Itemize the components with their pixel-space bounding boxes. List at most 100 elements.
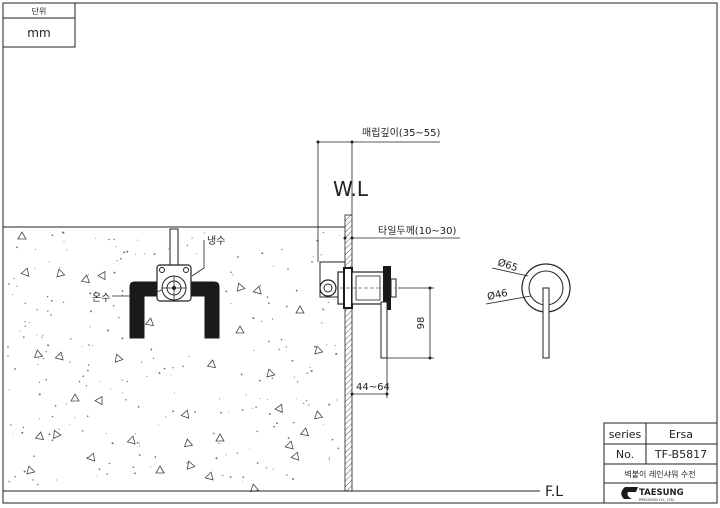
- aggregate-dot: [125, 399, 127, 401]
- aggregate-dot: [186, 462, 188, 464]
- aggregate-dot: [153, 253, 156, 255]
- aggregate-dot: [268, 412, 271, 415]
- aggregate-dot: [19, 330, 21, 332]
- aggregate-dot: [108, 238, 110, 241]
- series-label: series: [609, 428, 642, 441]
- aggregate-dot: [295, 289, 298, 292]
- aggregate-dot: [46, 296, 49, 298]
- aggregate-mark: [314, 345, 324, 355]
- aggregate-dot: [38, 381, 41, 383]
- aggregate-dot: [36, 334, 38, 336]
- aggregate-dot: [241, 409, 244, 411]
- aggregate-mark: [215, 433, 225, 442]
- aggregate-dot: [249, 448, 251, 450]
- aggregate-dot: [266, 399, 268, 401]
- aggregate-dot: [215, 457, 218, 460]
- aggregate-mark: [94, 395, 103, 406]
- aggregate-dot: [256, 430, 258, 433]
- unit-value: mm: [27, 26, 50, 40]
- aggregate-dot: [172, 410, 175, 413]
- tile-layer: [344, 214, 353, 492]
- aggregate-dot: [82, 375, 85, 377]
- aggregate-dot: [42, 357, 45, 360]
- aggregate-dot: [37, 363, 39, 366]
- aggregate-mark: [53, 429, 62, 440]
- aggregate-dot: [98, 468, 101, 470]
- aggregate-dot: [65, 403, 67, 405]
- aggregate-dot: [68, 423, 70, 425]
- aggregate-dot: [41, 336, 43, 338]
- aggregate-mark: [26, 465, 36, 475]
- aggregate-dot: [126, 380, 129, 383]
- aggregate-dot: [8, 389, 10, 391]
- embed-depth-dimension: [316, 140, 440, 262]
- aggregate-dot: [38, 357, 40, 359]
- aggregate-dot: [132, 466, 135, 469]
- aggregate-dot: [321, 322, 323, 324]
- projection-dimension-label: 44~64: [356, 382, 390, 393]
- aggregate-mark: [126, 435, 136, 445]
- concrete-aggregate: [7, 231, 340, 493]
- aggregate-dot: [293, 376, 295, 378]
- aggregate-dot: [45, 378, 47, 381]
- aggregate-dot: [259, 284, 262, 286]
- aggregate-dot: [107, 329, 110, 332]
- aggregate-dot: [92, 345, 93, 346]
- aggregate-dot: [292, 477, 294, 480]
- aggregate-dot: [252, 317, 255, 320]
- aggregate-dot: [339, 235, 340, 237]
- aggregate-dot: [230, 303, 232, 305]
- aggregate-mark: [33, 349, 44, 359]
- aggregate-mark: [183, 438, 194, 448]
- aggregate-dot: [51, 234, 54, 237]
- aggregate-dot: [94, 291, 97, 294]
- aggregate-dot: [8, 480, 10, 483]
- aggregate-dot: [280, 338, 283, 341]
- aggregate-dot: [48, 261, 50, 263]
- aggregate-dot: [113, 238, 115, 241]
- aggregate-dot: [220, 411, 222, 414]
- tile-thickness-label: 타일두께(10~30): [378, 225, 457, 237]
- aggregate-dot: [135, 253, 137, 255]
- aggregate-dot: [152, 357, 155, 360]
- aggregate-mark: [80, 274, 91, 284]
- aggregate-dot: [186, 244, 189, 247]
- aggregate-dot: [121, 294, 123, 296]
- aggregate-dot: [222, 475, 224, 477]
- aggregate-dot: [260, 320, 263, 323]
- aggregate-dot: [63, 241, 65, 242]
- aggregate-dot: [86, 415, 89, 417]
- aggregate-dot: [252, 407, 253, 409]
- aggregate-dot: [47, 310, 49, 312]
- aggregate-dot: [116, 260, 118, 262]
- aggregate-dot: [139, 445, 141, 447]
- aggregate-dot: [48, 433, 51, 436]
- aggregate-dot: [62, 301, 65, 303]
- aggregate-dot: [66, 249, 68, 251]
- aggregate-dot: [33, 455, 35, 457]
- aggregate-dot: [228, 411, 230, 413]
- aggregate-dot: [74, 417, 76, 419]
- aggregate-dot: [70, 338, 72, 340]
- aggregate-dot: [310, 370, 313, 372]
- aggregate-dot: [266, 296, 269, 298]
- aggregate-dot: [121, 337, 124, 340]
- height-dimension: [386, 286, 434, 360]
- aggregate-dot: [121, 290, 124, 292]
- aggregate-dot: [32, 479, 34, 481]
- aggregate-dot: [163, 367, 166, 370]
- aggregate-dot: [106, 473, 108, 475]
- aggregate-mark: [284, 440, 294, 450]
- aggregate-mark: [186, 460, 196, 470]
- aggregate-dot: [122, 392, 124, 394]
- aggregate-dot: [320, 254, 322, 256]
- product-description: 벽붙이 레인샤워 수전: [624, 469, 695, 479]
- aggregate-dot: [88, 273, 89, 275]
- floor-line-label: F.L: [545, 484, 563, 500]
- aggregate-dot: [196, 464, 198, 466]
- aggregate-mark: [114, 353, 124, 363]
- aggregate-dot: [136, 441, 139, 444]
- aggregate-dot: [138, 443, 140, 445]
- aggregate-dot: [337, 447, 340, 450]
- aggregate-dot: [268, 340, 270, 343]
